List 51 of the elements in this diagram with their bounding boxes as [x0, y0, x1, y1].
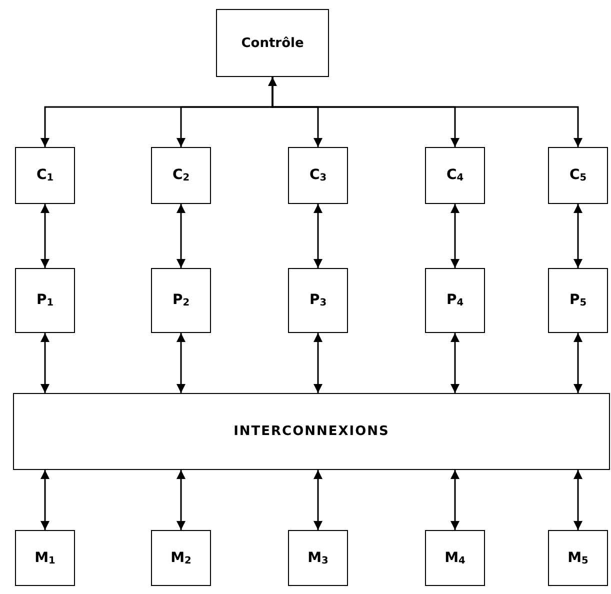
- block-box: [15, 530, 75, 586]
- block-box: [151, 147, 211, 204]
- arrow: [176, 470, 186, 530]
- block-box: [15, 268, 75, 333]
- arrow: [450, 204, 460, 268]
- block-label: INTERCONNEXIONS: [234, 424, 390, 439]
- arrow: [450, 333, 460, 393]
- block-label: M$_{1}$: [34, 550, 56, 566]
- block-box: [425, 530, 485, 586]
- block-label: C$_{1}$: [36, 167, 54, 184]
- arrow: [450, 470, 460, 530]
- interconnect-bar: [13, 393, 610, 470]
- arrow: [176, 204, 186, 268]
- arrow: [40, 333, 50, 393]
- arrow: [272, 77, 582, 147]
- block-label: M$_{3}$: [308, 550, 328, 566]
- block-box: [15, 147, 75, 204]
- block-box: [151, 268, 211, 333]
- block-box: [548, 530, 608, 586]
- block-label: P$_{2}$: [172, 292, 190, 309]
- block-label: P$_{5}$: [569, 292, 587, 309]
- block-label: P$_{3}$: [309, 292, 327, 309]
- arrow: [314, 333, 322, 393]
- block-box: [288, 530, 348, 586]
- block-label: C$_{2}$: [172, 167, 190, 184]
- block-label: M$_{5}$: [568, 550, 588, 566]
- block-box: [425, 268, 485, 333]
- block-box: [548, 147, 608, 204]
- block-label: Contrôle: [241, 36, 304, 50]
- block-label: P$_{4}$: [446, 292, 464, 309]
- arrow: [574, 204, 582, 268]
- arrow: [40, 470, 50, 530]
- arrow: [574, 333, 582, 393]
- block-label: P$_{1}$: [36, 292, 54, 309]
- block-box: [548, 268, 608, 333]
- arrow: [176, 333, 186, 393]
- block-label: C$_{5}$: [569, 167, 587, 184]
- arrow: [574, 470, 582, 530]
- block-box: [288, 268, 348, 333]
- block-box: [425, 147, 485, 204]
- arrow: [40, 204, 50, 268]
- block-label: C$_{3}$: [309, 167, 327, 184]
- block-label: M$_{2}$: [170, 550, 192, 566]
- block-label: M$_{4}$: [444, 550, 466, 566]
- arrow: [268, 77, 322, 147]
- block-box: [151, 530, 211, 586]
- block-box: [288, 147, 348, 204]
- block-box: [216, 9, 329, 77]
- block-label: C$_{4}$: [446, 167, 464, 184]
- arrow: [314, 204, 322, 268]
- arrow: [314, 470, 322, 530]
